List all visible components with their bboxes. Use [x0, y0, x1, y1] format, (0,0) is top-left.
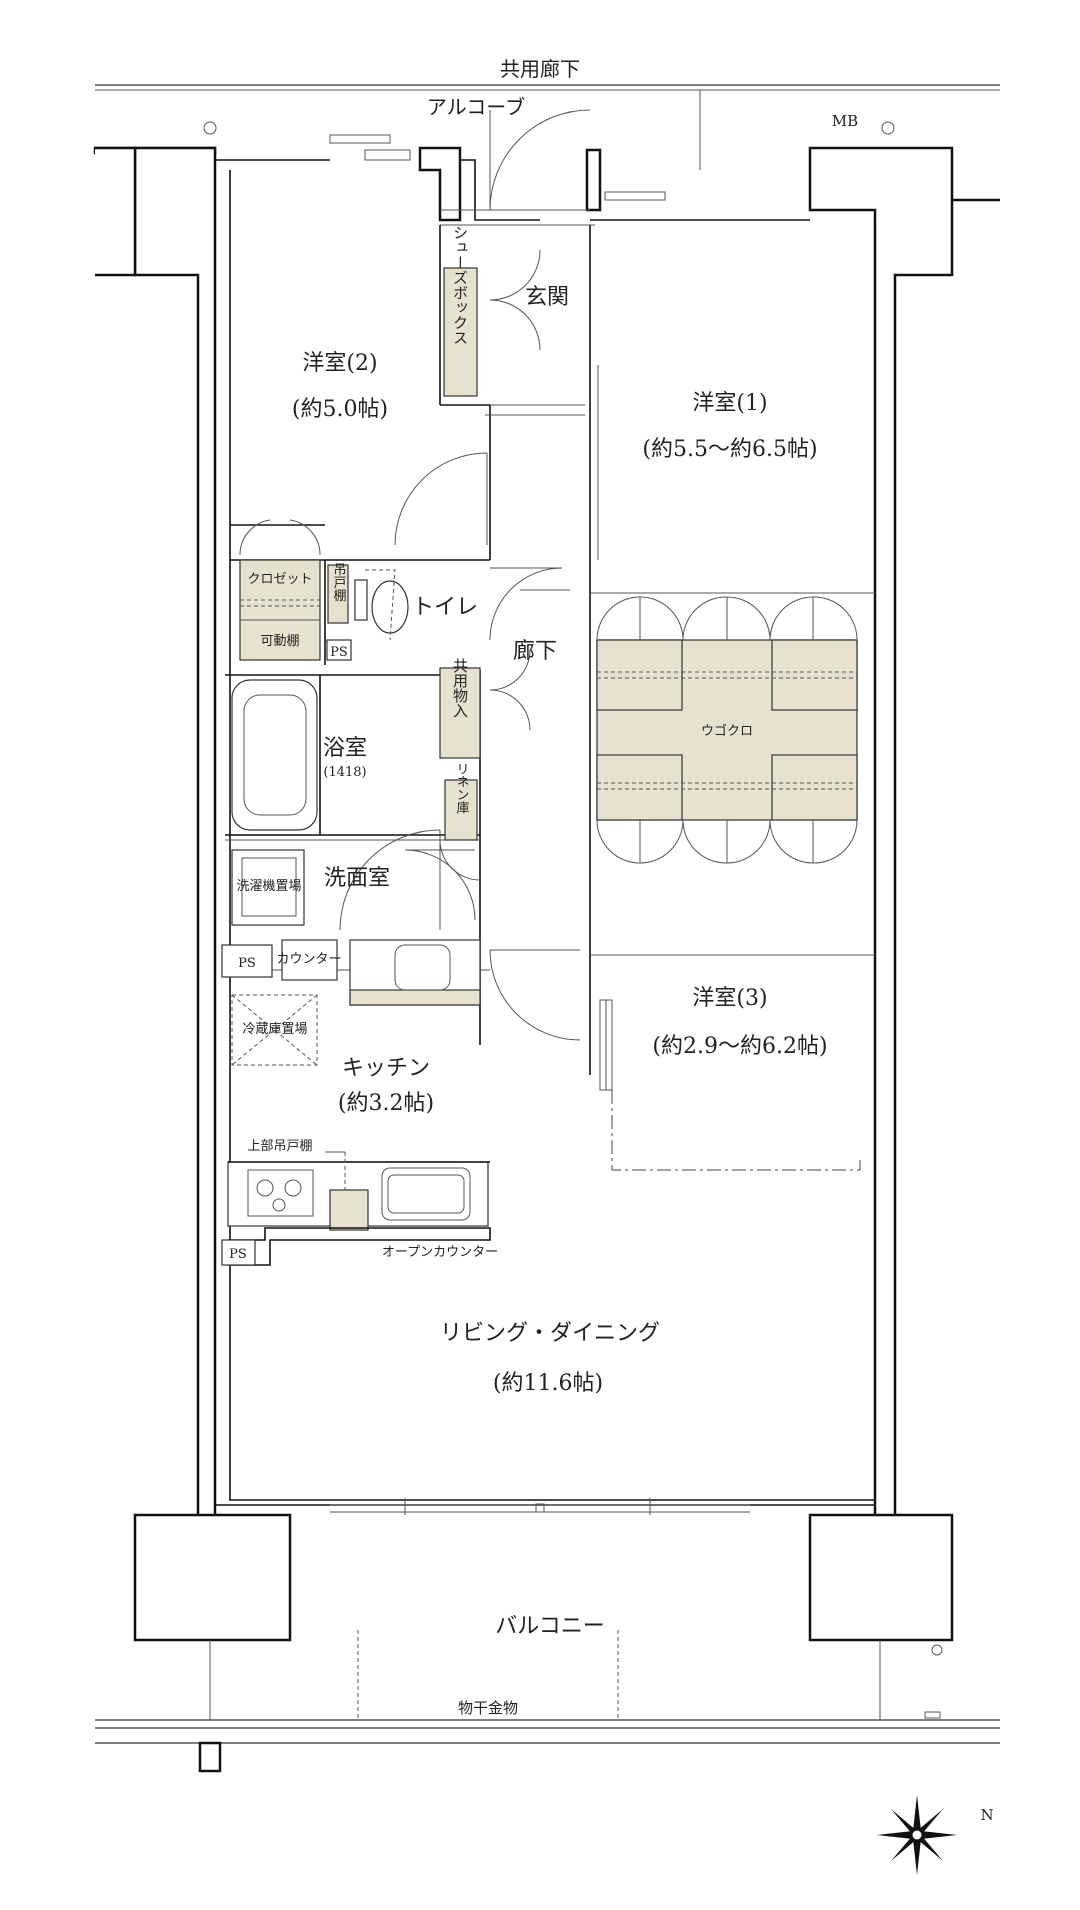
upper-cabinet-label: 上部吊戸棚	[247, 1139, 312, 1154]
movable-shelf-label: 可動棚	[260, 634, 299, 649]
fridge-label: 冷蔵庫置場	[242, 1022, 307, 1037]
common-corridor-label: 共用廊下	[500, 57, 580, 81]
wash-ps-label: PS	[238, 956, 256, 971]
closet-label: クロゼット	[247, 572, 312, 587]
washing-machine-area	[231, 849, 305, 926]
washroom-label: 洗面室	[324, 866, 390, 891]
mb-label: MB	[832, 112, 858, 130]
kitchen-counter: PS	[221, 1151, 491, 1266]
toilet-label: トイレ	[412, 595, 478, 620]
closet-unit: クロゼット 可動棚	[239, 559, 321, 661]
kitchen-label: キッチン	[342, 1056, 430, 1081]
compass-icon	[877, 1795, 957, 1875]
toilet-fixtures: 吊戸棚 PS	[326, 563, 409, 661]
common-corridor-lines	[95, 84, 1000, 170]
hallway-label: 廊下	[513, 639, 557, 664]
window	[604, 191, 666, 201]
north-label: N	[980, 1806, 993, 1824]
fridge-space	[231, 994, 318, 1066]
room1-size-label: (約5.5～約6.5帖)	[642, 437, 817, 462]
bathtub	[231, 679, 318, 831]
kitchen-size-label: (約3.2帖)	[338, 1091, 434, 1116]
entrance-label: 玄関	[525, 285, 569, 310]
shoe-box: シューズボックス	[443, 225, 478, 397]
room2-size-label: (約5.0帖)	[292, 397, 388, 422]
upper-shelf-label: 吊戸棚	[331, 563, 347, 602]
storage-units: 共用物入 リネン庫	[439, 658, 481, 841]
living-size-label: (約11.6帖)	[493, 1371, 603, 1396]
balcony	[95, 1630, 1000, 1773]
laundry-rack-label: 物干金物	[458, 1699, 518, 1717]
room3-size-label: (約2.9～約6.2帖)	[652, 1034, 827, 1059]
ugokuro-label: ウゴクロ	[701, 723, 753, 739]
ugokuro-closet	[596, 596, 858, 864]
bath-label: 浴室	[323, 736, 367, 761]
pipe-circle	[203, 121, 217, 135]
entrance-walls	[418, 109, 602, 226]
washer-label: 洗濯機置場	[236, 879, 301, 894]
living-label: リビング・ダイニング	[440, 1321, 660, 1346]
window	[329, 134, 391, 144]
structural-columns	[93, 146, 1000, 1642]
open-counter-label: オープンカウンター	[382, 1245, 498, 1260]
common-storage-label: 共用物入	[451, 658, 469, 718]
bath-size-label: (1418)	[323, 765, 366, 780]
vent	[364, 149, 411, 161]
alcove-label: アルコーブ	[427, 95, 525, 119]
room1-label: 洋室(1)	[692, 391, 767, 416]
shoe-box-label: シューズボックス	[451, 225, 469, 345]
kitchen-ps-label: PS	[229, 1247, 247, 1262]
vanity-unit	[349, 939, 481, 1006]
doors	[239, 249, 581, 1041]
balcony-label: バルコニー	[495, 1614, 605, 1639]
room3-label: 洋室(3)	[692, 986, 767, 1011]
room3-partition	[599, 999, 861, 1171]
ps-counter-boxes: PS	[221, 939, 338, 981]
room2-label: 洋室(2)	[302, 351, 377, 376]
toilet-ps-label: PS	[330, 645, 348, 660]
linen-label: リネン庫	[454, 762, 470, 814]
pipe-circle	[881, 121, 895, 135]
counter-label: カウンター	[276, 952, 341, 967]
